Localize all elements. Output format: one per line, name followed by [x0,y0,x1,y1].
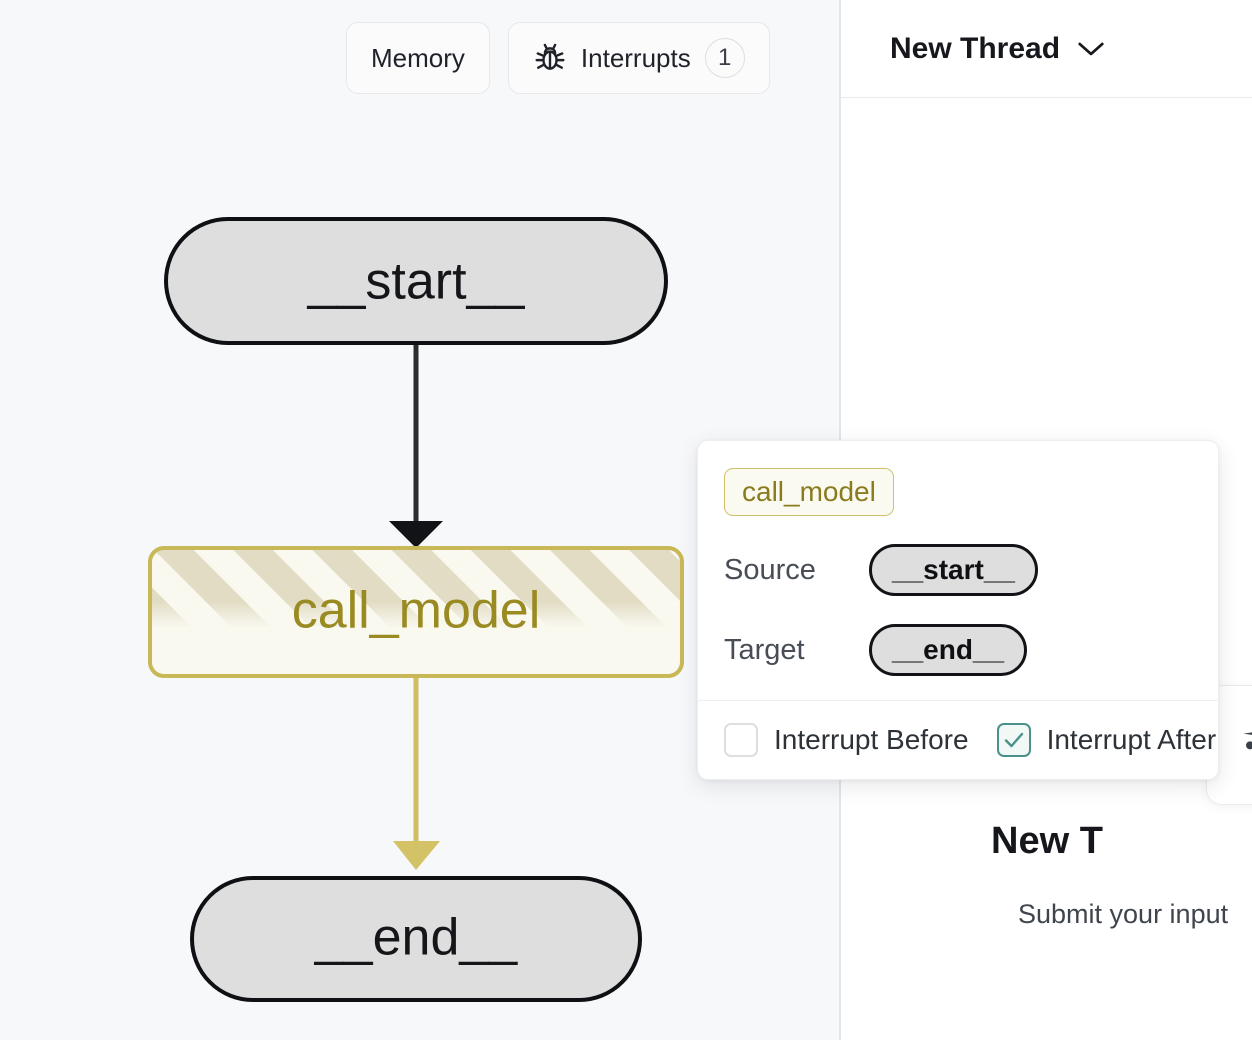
edge-detail-popover: call_model Source __start__ Target __end… [697,440,1219,780]
interrupt-after-checkbox[interactable]: Interrupt After [996,723,1217,757]
graph-toolbar: Memory Interrupts 1 [346,22,770,94]
interrupt-after-box-icon[interactable] [996,723,1031,757]
thread-empty-subtitle: Submit your input [1018,899,1229,929]
interrupt-before-label: Interrupt Before [774,724,969,755]
interrupt-after-label: Interrupt After [1046,724,1217,755]
graph-node-end-label: __end__ [314,909,519,967]
thread-title: New Thread [890,31,1061,65]
interrupts-count-badge: 1 [704,38,745,78]
thread-empty-title: New T [991,820,1103,862]
interrupt-before-box-icon[interactable] [724,723,758,757]
popover-source-label: Source [724,553,816,586]
popover-source-value[interactable]: __start__ [869,544,1038,596]
thread-empty-state: New T Submit your input [841,820,1252,930]
graph-node-call-model[interactable]: call_model [148,546,684,678]
check-icon [1004,732,1023,748]
popover-target-label: Target [724,633,805,666]
peek-glyph-icon [1240,722,1252,762]
interrupts-button[interactable]: Interrupts 1 [507,22,770,94]
edge-detail-footer: Interrupt Before Interrupt After [698,700,1218,779]
popover-target-row: Target __end__ [724,624,1192,676]
popover-node-chip[interactable]: call_model [724,468,894,516]
thread-header: New Thread [841,0,1252,98]
chevron-down-icon[interactable] [1076,40,1106,58]
interrupts-button-label: Interrupts [580,42,691,73]
edge-detail-body: call_model Source __start__ Target __end… [698,441,1218,700]
graph-node-start[interactable]: __start__ [164,217,668,345]
edge-call-model-to-end[interactable] [393,672,440,870]
memory-button[interactable]: Memory [346,22,490,94]
bug-icon [533,41,567,75]
graph-node-call-model-label: call_model [292,582,541,640]
memory-button-label: Memory [371,42,465,73]
graph-node-end[interactable]: __end__ [190,876,642,1002]
graph-node-start-label: __start__ [307,253,526,311]
popover-target-value[interactable]: __end__ [869,624,1028,676]
thread-selector[interactable]: New Thread [890,32,1106,66]
interrupt-before-checkbox[interactable]: Interrupt Before [724,723,969,757]
edge-start-to-call-model[interactable] [389,340,443,548]
popover-source-row: Source __start__ [724,544,1192,596]
graph-canvas[interactable]: __start__ call_model __end__ [0,0,839,1040]
